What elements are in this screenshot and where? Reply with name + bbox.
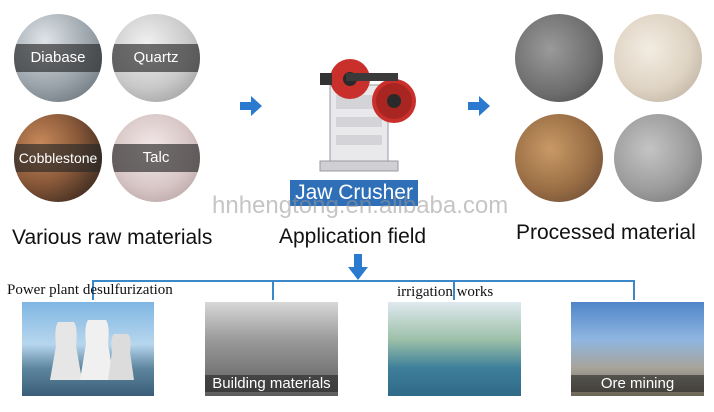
processed-gravel-gray [515,14,603,102]
machine-title-text: Jaw Crusher [295,181,413,204]
application-power-plant [22,302,154,396]
raw-material-label: Talc [112,144,200,172]
connector-line [453,280,455,300]
raw-material-cobblestone: Cobblestone [14,114,102,202]
arrow-right-icon [240,96,262,116]
arrow-right-icon [468,96,490,116]
processed-gravel-white [614,14,702,102]
raw-material-quartz: Quartz [112,14,200,102]
raw-material-label: Diabase [14,44,102,72]
connector-line [92,280,634,282]
connector-line [633,280,635,300]
raw-material-talc: Talc [112,114,200,202]
connector-line [272,280,274,300]
application-label: Power plant desulfurization [7,282,173,298]
processed-chips [614,114,702,202]
raw-material-label: Cobblestone [14,144,102,172]
arrow-down-icon [348,254,368,280]
connector-line [92,280,94,300]
processed-caption: Processed material [516,221,696,244]
raw-material-diabase: Diabase [14,14,102,102]
cooling-tower-icon [50,320,134,380]
machine-caption: Application field [279,225,427,248]
raw-materials-caption: Various raw materials [12,226,213,249]
processed-pebbles [515,114,603,202]
application-label: irrigation works [397,284,494,300]
application-mining: Ore mining [571,302,704,396]
watermark: hnhengtong.en.alibaba.com [212,192,509,219]
machine-title: Jaw Crusher [290,180,418,206]
jaw-crusher-image [319,59,416,172]
application-label: Building materials [205,375,338,392]
application-irrigation [388,302,521,396]
application-building: Building materials [205,302,338,396]
application-label: Ore mining [571,375,704,392]
raw-material-label: Quartz [112,44,200,72]
